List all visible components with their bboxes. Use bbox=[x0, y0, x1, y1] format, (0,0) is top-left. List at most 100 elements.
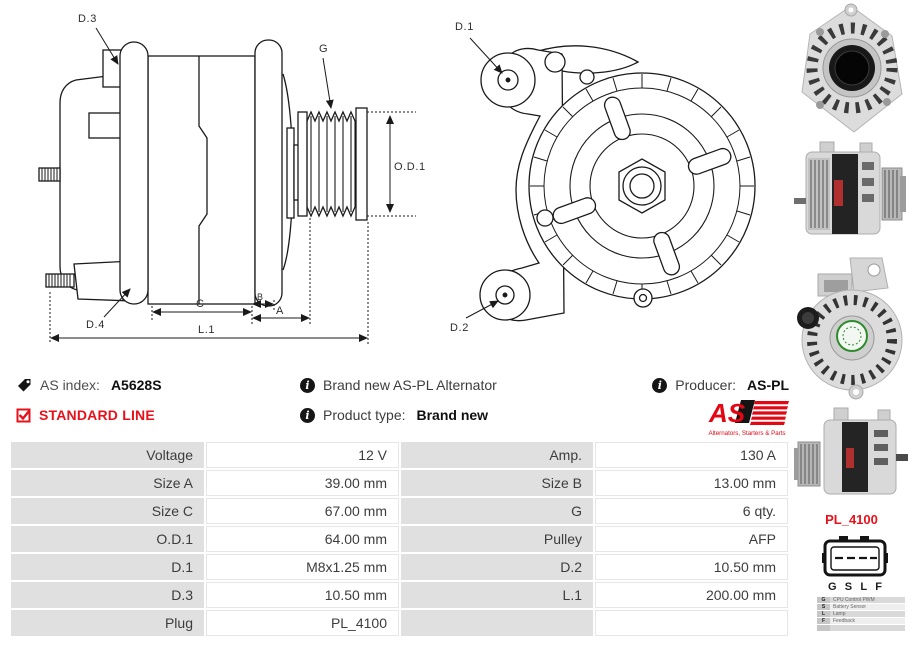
standard-line-badge: STANDARD LINE bbox=[39, 407, 155, 423]
pulley-spokes bbox=[552, 96, 732, 276]
legend-desc: Lamp bbox=[830, 610, 905, 618]
product-photo-front[interactable] bbox=[790, 2, 913, 136]
info-icon: i bbox=[300, 407, 315, 423]
plug-pin: F bbox=[875, 581, 882, 593]
terminal-stud-bottom bbox=[45, 273, 75, 288]
plug-connector-diagram bbox=[822, 536, 888, 577]
dim-label-a: A bbox=[276, 305, 284, 317]
legend-pin: S bbox=[817, 603, 830, 611]
shaft-nut bbox=[618, 158, 666, 214]
spec-value: PL_4100 bbox=[206, 610, 399, 636]
dim-label-g: G bbox=[319, 43, 328, 55]
info-icon: i bbox=[652, 377, 668, 393]
product-type-row: i Product type: Brand new bbox=[300, 407, 488, 423]
legend-pin: G bbox=[817, 597, 830, 604]
spec-label: D.2 bbox=[401, 554, 593, 580]
spec-label: Size A bbox=[11, 470, 204, 496]
producer-label: Producer: bbox=[675, 377, 736, 393]
spec-label bbox=[401, 610, 593, 636]
legend-pin: L bbox=[817, 610, 830, 618]
spec-value: 6 qty. bbox=[595, 498, 788, 524]
legend-desc bbox=[830, 624, 905, 632]
front-view-body bbox=[479, 45, 756, 322]
spec-label: Size C bbox=[11, 498, 204, 524]
side-view-body bbox=[38, 39, 368, 307]
side-view-dimensions bbox=[49, 27, 416, 344]
mounting-ear-bottom bbox=[479, 269, 531, 321]
brand-new-text: Brand new AS-PL Alternator bbox=[323, 377, 497, 393]
spec-table: Voltage 12 V Amp. 130 A Size A 39.00 mm … bbox=[11, 442, 788, 636]
dim-label-od1: O.D.1 bbox=[394, 161, 426, 173]
as-pl-logo: AS Alternators, Starters & Parts bbox=[708, 398, 789, 437]
plug-pin-legend: G CPU Control PWM S Battery Sensor L Lam… bbox=[817, 597, 905, 632]
as-index-value: A5628S bbox=[110, 377, 162, 393]
spec-label: D.3 bbox=[11, 582, 204, 608]
producer-value: AS-PL bbox=[747, 377, 789, 393]
product-photo-side-right[interactable] bbox=[790, 140, 913, 252]
plug-name: PL_4100 bbox=[825, 512, 878, 527]
producer-row: i Producer: AS-PL bbox=[652, 377, 789, 393]
as-index-label: AS index: bbox=[40, 377, 100, 393]
spec-label: O.D.1 bbox=[11, 526, 204, 552]
plug-pin: S bbox=[844, 581, 853, 593]
spec-value: 13.00 mm bbox=[595, 470, 788, 496]
legend-desc: Feedback bbox=[830, 617, 905, 625]
spec-label: D.1 bbox=[11, 554, 204, 580]
spec-value: 64.00 mm bbox=[206, 526, 399, 552]
spec-value: 12 V bbox=[206, 442, 399, 468]
product-type-label: Product type: bbox=[323, 407, 406, 423]
dim-label-c: C bbox=[196, 298, 205, 310]
legend-row: G CPU Control PWM bbox=[817, 597, 905, 604]
spec-label: Size B bbox=[401, 470, 593, 496]
brand-new-row: i Brand new AS-PL Alternator bbox=[300, 377, 497, 393]
plug-pin: L bbox=[860, 581, 868, 593]
product-type-value: Brand new bbox=[416, 407, 489, 423]
spec-label: G bbox=[401, 498, 593, 524]
legend-row: S Battery Sensor bbox=[817, 603, 905, 611]
spec-value: 10.50 mm bbox=[595, 554, 788, 580]
product-photo-rear[interactable] bbox=[790, 256, 913, 400]
legend-row: L Lamp bbox=[817, 610, 905, 618]
legend-pin: F bbox=[817, 617, 830, 625]
spec-value: 67.00 mm bbox=[206, 498, 399, 524]
spec-label: Amp. bbox=[401, 442, 593, 468]
pulley bbox=[297, 107, 368, 221]
standard-line-row: STANDARD LINE bbox=[16, 407, 155, 423]
terminal-stud-top bbox=[38, 167, 61, 182]
spec-value: 10.50 mm bbox=[206, 582, 399, 608]
dim-label-l1: L.1 bbox=[198, 324, 215, 336]
dim-label-d2: D.2 bbox=[450, 322, 469, 334]
as-index-row: AS index: A5628S bbox=[16, 377, 162, 393]
legend-pin bbox=[817, 624, 830, 632]
mounting-ear-top bbox=[480, 52, 536, 108]
spec-label: Plug bbox=[11, 610, 204, 636]
plug-pins-row: G S L F bbox=[823, 581, 887, 593]
spec-label: Pulley bbox=[401, 526, 593, 552]
spec-value: M8x1.25 mm bbox=[206, 554, 399, 580]
dim-label-d1: D.1 bbox=[455, 21, 474, 33]
legend-row: F Feedback bbox=[817, 617, 905, 625]
spec-label: L.1 bbox=[401, 582, 593, 608]
spec-value: AFP bbox=[595, 526, 788, 552]
legend-desc: Battery Sensor bbox=[830, 603, 905, 611]
front-view-leaders bbox=[465, 37, 503, 319]
logo-tagline: Alternators, Starters & Parts bbox=[708, 430, 785, 437]
dim-label-d4: D.4 bbox=[86, 319, 105, 331]
product-photo-side-left[interactable] bbox=[790, 402, 913, 508]
spec-label: Voltage bbox=[11, 442, 204, 468]
spec-value: 39.00 mm bbox=[206, 470, 399, 496]
dim-label-b: B bbox=[257, 292, 264, 302]
dim-label-d3: D.3 bbox=[78, 13, 97, 25]
logo-text: AS bbox=[708, 398, 746, 428]
legend-empty-row bbox=[817, 624, 905, 632]
legend-desc: CPU Control PWM bbox=[830, 597, 905, 604]
checkbox-checked-icon bbox=[16, 408, 31, 422]
spec-value: 130 A bbox=[595, 442, 788, 468]
alternator-side-view-drawing: D.3 G O.D.1 D.4 C B A L.1 bbox=[38, 13, 426, 344]
spec-value: 200.00 mm bbox=[595, 582, 788, 608]
tag-icon bbox=[18, 379, 31, 392]
spec-value bbox=[595, 610, 788, 636]
info-icon: i bbox=[300, 377, 315, 393]
plug-pin: G bbox=[828, 581, 837, 593]
